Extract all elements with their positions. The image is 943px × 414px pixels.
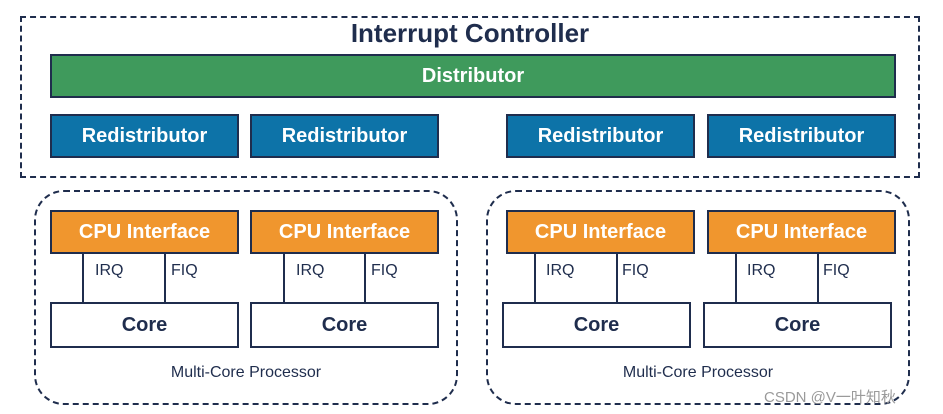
core-3: Core [502,302,691,348]
fiq-line-2 [364,254,366,302]
fiq-line-3 [616,254,618,302]
irq-label-2: IRQ [296,262,325,279]
fiq-label-3: FIQ [622,262,649,279]
fiq-label-2: FIQ [371,262,398,279]
interrupt-controller-title: Interrupt Controller [350,18,590,48]
cpu-interface-3: CPU Interface [506,210,695,254]
irq-line-4 [735,254,737,302]
multi-core-processor-1 [34,190,458,405]
irq-line-2 [283,254,285,302]
multi-core-processor-caption-2: Multi-Core Processor [622,364,774,381]
irq-label-1: IRQ [95,262,124,279]
interrupt-controller-box [20,16,920,178]
multi-core-processor-caption-1: Multi-Core Processor [170,364,322,381]
fiq-line-1 [164,254,166,302]
redistributor-3: Redistributor [506,114,695,158]
irq-line-1 [82,254,84,302]
redistributor-4: Redistributor [707,114,896,158]
irq-line-3 [534,254,536,302]
cpu-interface-1: CPU Interface [50,210,239,254]
core-2: Core [250,302,439,348]
cpu-interface-2: CPU Interface [250,210,439,254]
cpu-interface-4: CPU Interface [707,210,896,254]
core-1: Core [50,302,239,348]
irq-label-3: IRQ [546,262,575,279]
redistributor-1: Redistributor [50,114,239,158]
fiq-line-4 [817,254,819,302]
csdn-watermark: CSDN @V一叶知秋 [764,389,896,406]
fiq-label-1: FIQ [171,262,198,279]
redistributor-2: Redistributor [250,114,439,158]
multi-core-processor-2 [486,190,910,405]
irq-label-4: IRQ [747,262,776,279]
distributor: Distributor [50,54,896,98]
fiq-label-4: FIQ [823,262,850,279]
core-4: Core [703,302,892,348]
